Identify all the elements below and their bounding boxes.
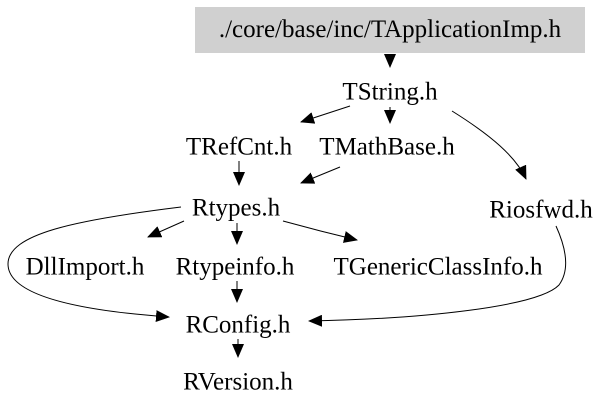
edge-rtypes-dllimport xyxy=(147,220,185,238)
node-rversion: RVersion.h xyxy=(183,368,293,396)
node-tstring: TString.h xyxy=(342,78,438,106)
node-tmathbase: TMathBase.h xyxy=(319,133,455,161)
edge-tmathbase-rtypes xyxy=(300,166,341,184)
node-dllimport: DllImport.h xyxy=(25,253,145,281)
node-tgenericclassinfo: TGenericClassInfo.h xyxy=(333,253,543,281)
node-trefcnt: TRefCnt.h xyxy=(185,133,293,161)
edge-tstring-riosfwd xyxy=(451,110,527,180)
edge-tstring-trefcnt xyxy=(300,105,351,124)
edge-rtypes-rconfig xyxy=(7,206,182,323)
node-riosfwd: Riosfwd.h xyxy=(489,196,593,224)
node-tapplicationimp: ./core/base/inc/TApplicationImp.h xyxy=(195,7,585,53)
edge-riosfwd-rconfig xyxy=(308,225,567,327)
node-rtypeinfo: Rtypeinfo.h xyxy=(175,253,295,281)
edge-rtypes-tgenericclassinfo xyxy=(282,220,358,243)
node-rtypes: Rtypes.h xyxy=(191,194,281,222)
node-rconfig: RConfig.h xyxy=(185,311,291,339)
